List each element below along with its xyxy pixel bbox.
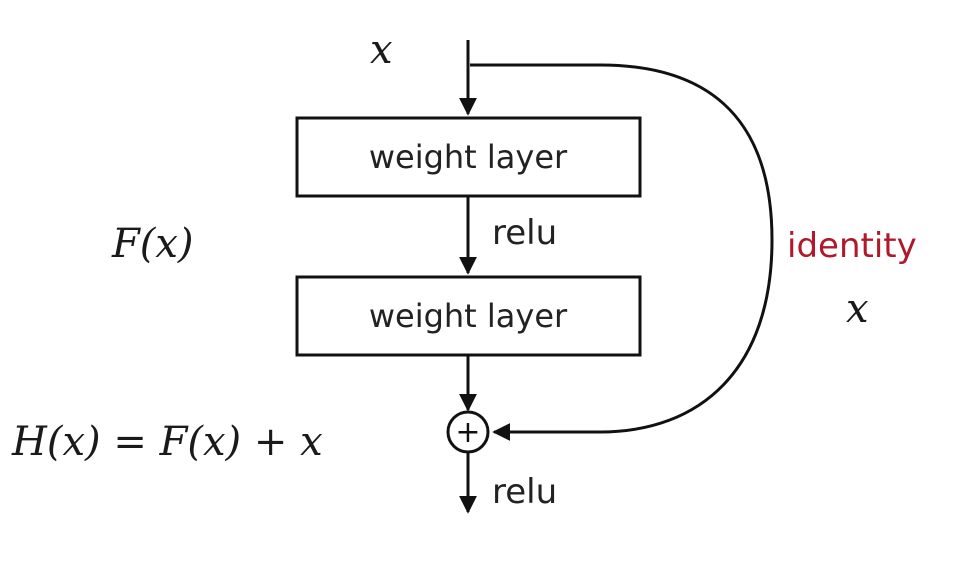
sum-plus-symbol: + — [455, 415, 480, 450]
input-x-label: x — [370, 27, 393, 73]
weight-layer-1: weight layer — [295, 116, 642, 198]
sum-node: + — [446, 410, 490, 454]
relu-label-middle: relu — [492, 213, 557, 253]
identity-shortcut-path — [470, 63, 774, 441]
weight-layer-1-label: weight layer — [369, 138, 568, 176]
weight-layer-2-box — [295, 275, 642, 357]
weight-layer-1-box — [295, 116, 642, 198]
residual-function-label: F(x) — [111, 221, 194, 267]
weight-layer-2: weight layer — [295, 275, 642, 357]
sum-circle — [446, 410, 490, 454]
identity-x-label: x — [846, 286, 869, 332]
identity-label: identity — [787, 226, 917, 266]
relu-label-output: relu — [492, 472, 557, 512]
weight-layer-2-label: weight layer — [369, 297, 568, 335]
output-equation: H(x) = F(x) + x — [11, 419, 323, 465]
